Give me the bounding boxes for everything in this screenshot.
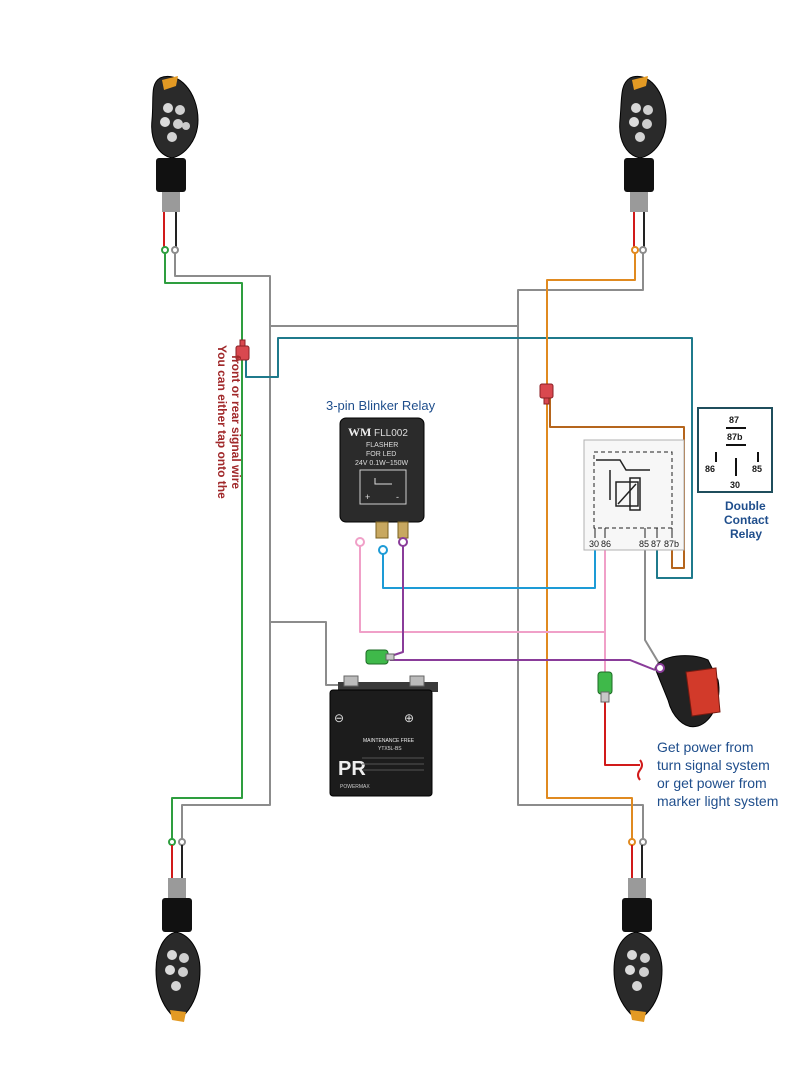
gray-wire-switch [644, 548, 661, 666]
flasher-line1: FLASHER [366, 442, 398, 449]
relay-pin-87: 87 [651, 539, 661, 549]
power-note-line1: Get power from [657, 739, 753, 755]
relay-pin-86: 86 [601, 539, 611, 549]
flasher-plus: + [365, 492, 370, 502]
tap-note-line2: front or rear signal wire [229, 355, 243, 489]
flasher-model: FLL002 [374, 428, 408, 439]
power-note-line2: turn signal system [657, 757, 770, 773]
pinout-30: 30 [730, 480, 740, 490]
purple-wire-switch [390, 659, 656, 671]
purple-wire [384, 542, 404, 659]
flasher-brand: WM [348, 425, 371, 439]
blue-wire [382, 548, 596, 589]
blinker-relay-title: 3-pin Blinker Relay [326, 398, 436, 413]
flasher-line3: 24V 0.1W~150W [355, 460, 409, 467]
tap-note: You can either tap onto the front or rea… [215, 345, 243, 499]
gray-wire-battery [270, 621, 345, 686]
power-note-line4: marker light system [657, 793, 778, 809]
relay-caption-1: Double [725, 499, 766, 513]
relay-pin-30: 30 [589, 539, 599, 549]
orange-wire-right [546, 252, 636, 840]
pinout-86: 86 [705, 464, 715, 474]
battery: ⊖ ⊕ MAINTENANCE FREE YTX5L-BS PR POWERMA… [329, 675, 438, 797]
turn-signal-top-left [151, 75, 199, 254]
battery-logo: PR [338, 758, 366, 780]
relay-pin-85: 85 [639, 539, 649, 549]
battery-brand: POWERMAX [340, 784, 370, 790]
flasher-line2: FOR LED [366, 451, 396, 458]
power-note-line3: or get power from [657, 775, 767, 791]
pinout-87: 87 [729, 415, 739, 425]
pink-wire [359, 542, 606, 633]
battery-minus: ⊖ [334, 711, 344, 725]
gray-wire-left [174, 252, 271, 840]
flasher-minus: - [396, 492, 399, 502]
flasher-unit: WM FLL002 FLASHER FOR LED 24V 0.1W~150W … [339, 417, 425, 555]
relay-pinout-box: 87 87b 86 85 30 [697, 407, 773, 493]
red-wire-end [637, 759, 643, 781]
relay-caption-2: Contact [724, 513, 769, 527]
battery-badge: MAINTENANCE FREE [363, 738, 415, 744]
battery-model: YTX5L-BS [378, 746, 402, 752]
tap-connector-right [539, 383, 554, 405]
turn-signal-top-right [619, 75, 667, 254]
gray-wire-right [517, 252, 644, 840]
wires [164, 252, 693, 840]
turn-signal-bottom-left [155, 838, 201, 1022]
relay-schematic: 30 86 85 87 87b [583, 439, 685, 551]
green-connector-battery [365, 649, 395, 665]
turn-signal-bottom-right [613, 838, 663, 1022]
tap-note-line1: You can either tap onto the [215, 345, 229, 499]
green-wire-left [164, 252, 243, 840]
relay-caption-3: Relay [730, 527, 762, 541]
pinout-85: 85 [752, 464, 762, 474]
relay-pin-87b: 87b [664, 539, 679, 549]
green-connector-power [597, 671, 613, 703]
pinout-87b: 87b [727, 432, 743, 442]
teal-wire [245, 337, 693, 579]
tap-connector-left [235, 339, 250, 361]
battery-plus: ⊕ [404, 711, 414, 725]
toggle-switch [654, 655, 721, 728]
red-power-wire [604, 702, 640, 766]
power-note: Get power from turn signal system or get… [657, 739, 778, 809]
